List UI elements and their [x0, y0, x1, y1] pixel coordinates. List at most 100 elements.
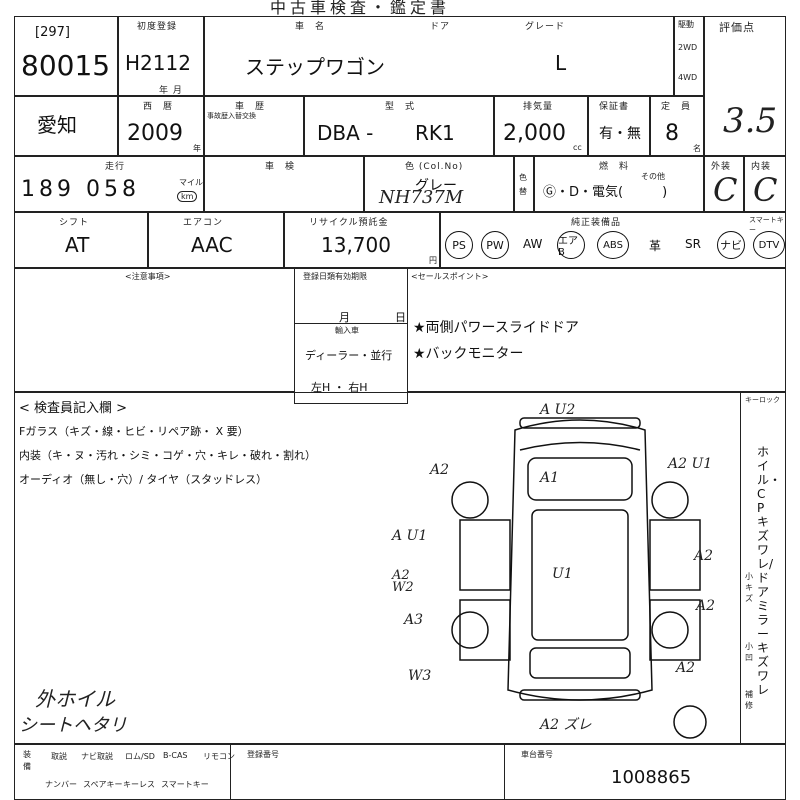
score-cell: 評価点 3.5 [704, 16, 786, 156]
ext-cell: 外装 C [704, 156, 744, 212]
grade-label: グレード [525, 22, 566, 32]
reg-month: 月 [339, 311, 350, 324]
lot-cell: [297] 80015 [14, 16, 118, 96]
car-rear-glass [529, 647, 631, 679]
cc-value: 2,000 [503, 121, 566, 146]
shift-label: シフト [59, 218, 90, 228]
lot-number: 80015 [21, 49, 111, 82]
ac-cell: エアコン AAC [148, 212, 284, 268]
car-right-rear-door [649, 599, 701, 661]
year-label: 西 暦 [143, 102, 174, 112]
import-label: 輸入車 [335, 326, 359, 335]
wheel-front-left [451, 481, 489, 519]
mark-left-rear: A3 [404, 612, 424, 628]
side-small-2: 小凹 [745, 642, 753, 662]
reg-no-label: 登録番号 [247, 750, 279, 759]
mileage-label: 走行 [105, 162, 126, 172]
sheet-title: 中古車検査・鑑定書 [270, 0, 451, 17]
fuel-cell: 燃 料 その他 Ⓖ・D・電気( ) [534, 156, 704, 212]
fuel-value: Ⓖ・D・電気( ) [543, 185, 668, 200]
hw-seat: シートヘタリ [19, 715, 127, 736]
capacity-label: 定 員 [661, 102, 692, 112]
car-left-rear-door [459, 599, 511, 661]
mark-left-fender: A2 [430, 462, 450, 478]
recycle-label: リサイクル預託金 [309, 218, 389, 228]
spare-wheel [673, 705, 707, 739]
recycle-value: 13,700 [321, 233, 391, 257]
warranty-label: 保証書 [599, 102, 630, 112]
car-diagram [451, 417, 707, 739]
drive-cell: 駆動 2WD 4WD [674, 16, 704, 96]
chassis-number: 1008865 [611, 767, 692, 788]
fuel-other: その他 [641, 172, 665, 181]
mileage-value: 189 058 [21, 177, 140, 202]
car-name-label: 車 名 [295, 22, 326, 32]
chassis-label: 車台番号 [521, 750, 553, 759]
front-bumper [519, 417, 641, 429]
equip-aw: AW [523, 237, 543, 251]
shift-cell: シフト AT [14, 212, 148, 268]
mark-right-quarter: A2 [676, 660, 696, 676]
car-roof [531, 509, 629, 641]
drive-label: 駆動 [678, 20, 694, 29]
recycle-unit: 円 [429, 256, 437, 265]
lot-prefix: [297] [35, 25, 70, 40]
color-cell: 色 (Col.No) グレー NH737M [364, 156, 514, 212]
score-value: 3.5 [723, 101, 778, 141]
bcas-label: B-CAS [163, 751, 188, 760]
region-cell: 愛知 [14, 96, 118, 156]
reg-year-cell: 初度登録 H2112 年 月 [118, 16, 204, 96]
history-cell: 車 歴 事故歴入替交換 [204, 96, 304, 156]
car-hood-line [519, 441, 641, 451]
color-change-cell: 色替 [514, 156, 534, 212]
equip-airbag: エアB [557, 231, 585, 259]
capacity-cell: 定 員 8 名 [650, 96, 704, 156]
mileage-cell: 走行 189 058 マイル km [14, 156, 204, 212]
car-name: ステップワゴン [245, 55, 385, 79]
rear-bumper [519, 689, 641, 701]
inspector-line-3: オーディオ（無し・穴）/ タイヤ（スタッドレス） [19, 473, 268, 486]
mark-right-rear-door: A2 [696, 598, 716, 614]
reg-box: 登録日類有効期限 月 日 輸入車 ディーラー・並行 左H ・ 右H [294, 268, 408, 404]
reg-day: 日 [395, 311, 406, 324]
manual-label: 取説 [51, 752, 67, 761]
equip-leather: 革 [649, 239, 662, 253]
reg-ym-label: 年 月 [159, 86, 183, 96]
sales-point-1: ★両側パワースライドドア [413, 320, 579, 336]
mileage-unit-mile: マイル [179, 178, 203, 187]
keyless-label: キーロック [745, 396, 780, 404]
color-no: NH737M [379, 187, 464, 208]
footer-area: 装備 取説 ナビ取説 ロム/SD B-CAS リモコン ナンバー スペアキー キ… [14, 744, 786, 800]
sales-label: <セールスポイント> [411, 272, 489, 281]
recycle-cell: リサイクル預託金 13,700 円 [284, 212, 440, 268]
ac-label: エアコン [183, 218, 224, 228]
navi-manual-label: ナビ取説 [81, 752, 113, 761]
equip-ps: PS [445, 231, 473, 259]
smart-label: スマートキー [749, 216, 784, 234]
mileage-unit-km: km [177, 191, 198, 202]
model-prefix: DBA - [317, 121, 374, 145]
wheel-rear-left [451, 611, 489, 649]
car-body-outline [507, 419, 653, 701]
cc-label: 排気量 [523, 102, 554, 112]
mark-roof: U1 [552, 566, 573, 582]
mark-left-front-door: A U1 [392, 528, 428, 544]
plate-label: ナンバー [45, 780, 77, 789]
model-label: 型 式 [385, 102, 416, 112]
import-value: ディーラー・並行 [305, 349, 393, 362]
mark-rear-glass: W3 [408, 668, 432, 684]
equip-docs-label: 装備 [23, 750, 31, 771]
shift-value: AT [65, 233, 90, 257]
side-column: キーロック ホイル・CPキズワレ/ドアミラーキズワレ 小キズ 小凹 補修 [740, 392, 786, 744]
ext-value: C [713, 171, 738, 209]
side-small-1: 小キズ [745, 572, 753, 603]
equip-label: 純正装備品 [571, 218, 622, 228]
name-cell: 車 名 ドア グレード ステップワゴン L [204, 16, 674, 96]
int-value: C [753, 171, 778, 209]
door-label: ドア [430, 22, 451, 32]
car-windshield [527, 457, 633, 501]
cc-unit: cc [573, 143, 582, 152]
score-label: 評価点 [719, 21, 755, 34]
warranty-value: 有・無 [599, 126, 641, 142]
model-cell: 型 式 DBA - RK1 [304, 96, 494, 156]
